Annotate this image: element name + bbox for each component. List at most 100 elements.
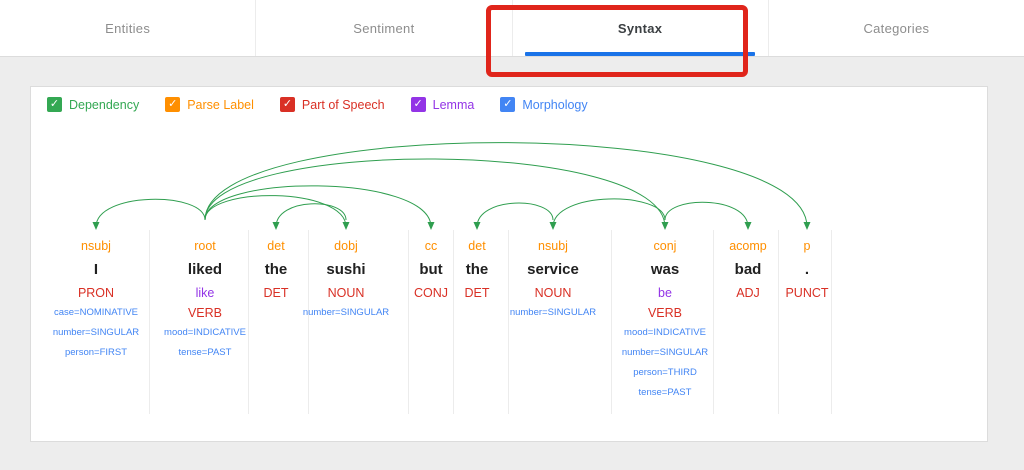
checkbox-checked-icon[interactable]: ✓ — [47, 97, 62, 112]
tab-entities[interactable]: Entities — [0, 0, 257, 56]
arc-arrowhead — [92, 222, 100, 230]
pos-label: VERB — [647, 306, 683, 320]
legend-toggle-lemma[interactable]: ✓ Lemma — [410, 97, 475, 112]
morphology-feature: person=THIRD — [633, 367, 697, 378]
morphology-feature: number=SINGULAR — [621, 347, 709, 358]
morphology-feature: tense=PAST — [178, 347, 232, 358]
column-separator — [149, 230, 150, 414]
tab-sentiment[interactable]: Sentiment — [256, 0, 513, 56]
pos-label: DET — [263, 286, 289, 300]
parse-label: det — [267, 239, 285, 253]
legend-label: Parse Label — [187, 97, 254, 112]
dependency-arcs — [92, 142, 811, 230]
dependency-arc-cc — [204, 185, 432, 228]
pos-label: DET — [464, 286, 490, 300]
token-column: p. PUNCT — [737, 237, 877, 303]
token-word: bad — [734, 261, 762, 278]
dependency-arc-dobj — [204, 195, 347, 228]
token-word: the — [465, 261, 489, 278]
parse-label: conj — [653, 239, 677, 253]
checkbox-checked-icon[interactable]: ✓ — [165, 97, 181, 112]
dependency-arc-nsubj — [95, 198, 206, 228]
tab-label: Syntax — [617, 20, 663, 36]
column-separator — [408, 230, 409, 414]
column-separator — [611, 230, 612, 414]
arc-arrowhead — [549, 222, 557, 230]
arc-arrowhead — [661, 222, 669, 230]
legend-label: Morphology — [522, 97, 588, 112]
column-separator — [778, 230, 779, 414]
checkbox-checked-icon[interactable]: ✓ — [500, 97, 516, 112]
legend-label: Dependency — [69, 97, 140, 112]
morphology-feature: case=NOMINATIVE — [53, 307, 139, 318]
parse-label: p — [803, 239, 811, 253]
pos-label: CONJ — [413, 286, 449, 300]
parse-label: det — [468, 239, 486, 253]
parse-label: nsubj — [538, 239, 568, 253]
morphology-feature: tense=PAST — [638, 387, 692, 398]
parse-label: acomp — [729, 239, 767, 253]
parse-label: root — [194, 239, 216, 253]
checkbox-checked-icon[interactable]: ✓ — [410, 97, 426, 112]
arc-arrowhead — [272, 222, 280, 230]
token-word: . — [804, 261, 810, 278]
lemma-label: like — [195, 286, 215, 300]
pos-label: PUNCT — [785, 286, 829, 300]
morphology-feature: number=SINGULAR — [302, 307, 390, 318]
morphology-feature: mood=INDICATIVE — [624, 327, 706, 338]
dependency-arc-det — [476, 202, 554, 228]
legend-label: Part of Speech — [301, 97, 385, 112]
legend-toggle-part-of-speech[interactable]: ✓ Part of Speech — [279, 97, 385, 112]
legend-toggle-parse-label[interactable]: ✓ Parse Label — [165, 97, 254, 112]
parse-label: cc — [424, 239, 438, 253]
morphology-feature: number=SINGULAR — [509, 307, 597, 318]
legend-label: Lemma — [432, 97, 475, 112]
arc-arrowhead — [473, 222, 481, 230]
arc-arrowhead — [803, 222, 811, 230]
parse-label: dobj — [334, 239, 358, 253]
morphology-feature: person=FIRST — [64, 347, 128, 358]
pos-label: PRON — [77, 286, 115, 300]
arc-arrowhead — [427, 222, 435, 230]
token-word: sushi — [326, 261, 366, 278]
tab-label: Sentiment — [353, 20, 415, 36]
arc-arrowhead — [342, 222, 350, 230]
tab-label: Entities — [105, 20, 151, 36]
checkbox-checked-icon[interactable]: ✓ — [279, 97, 295, 112]
column-separator — [308, 230, 309, 414]
legend-toggle-morphology[interactable]: ✓ Morphology — [500, 97, 588, 112]
token-word: I — [93, 261, 99, 278]
pos-label: ADJ — [736, 286, 760, 300]
pos-label: NOUN — [327, 286, 365, 300]
column-separator — [508, 230, 509, 414]
pos-label: NOUN — [534, 286, 572, 300]
arc-arrowhead — [744, 222, 752, 230]
token-word: but — [419, 261, 443, 278]
dependency-arc-det — [275, 203, 347, 228]
token-word: service — [527, 261, 579, 278]
dependency-arc-conj — [204, 158, 666, 228]
legend-toggle-dependency[interactable]: ✓ Dependency — [47, 97, 139, 112]
lemma-label: be — [658, 286, 672, 300]
morphology-feature: mood=INDICATIVE — [164, 327, 246, 338]
column-separator — [248, 230, 249, 414]
token-word: liked — [187, 261, 223, 278]
column-separator — [713, 230, 714, 414]
syntax-analysis-panel: ✓ Dependency ✓ Parse Label ✓ Part of Speech ✓ L… — [30, 86, 988, 442]
tab-syntax[interactable]: Syntax — [513, 0, 769, 56]
tab-categories[interactable]: Categories — [769, 0, 1024, 56]
column-separator — [831, 230, 832, 414]
token-word: was — [650, 261, 680, 278]
parse-label: nsubj — [81, 239, 111, 253]
dependency-arc-acomp — [664, 201, 749, 228]
token-word: the — [264, 261, 288, 278]
legend: ✓ Dependency ✓ Parse Label ✓ Part of Speech ✓ L… — [47, 97, 588, 112]
